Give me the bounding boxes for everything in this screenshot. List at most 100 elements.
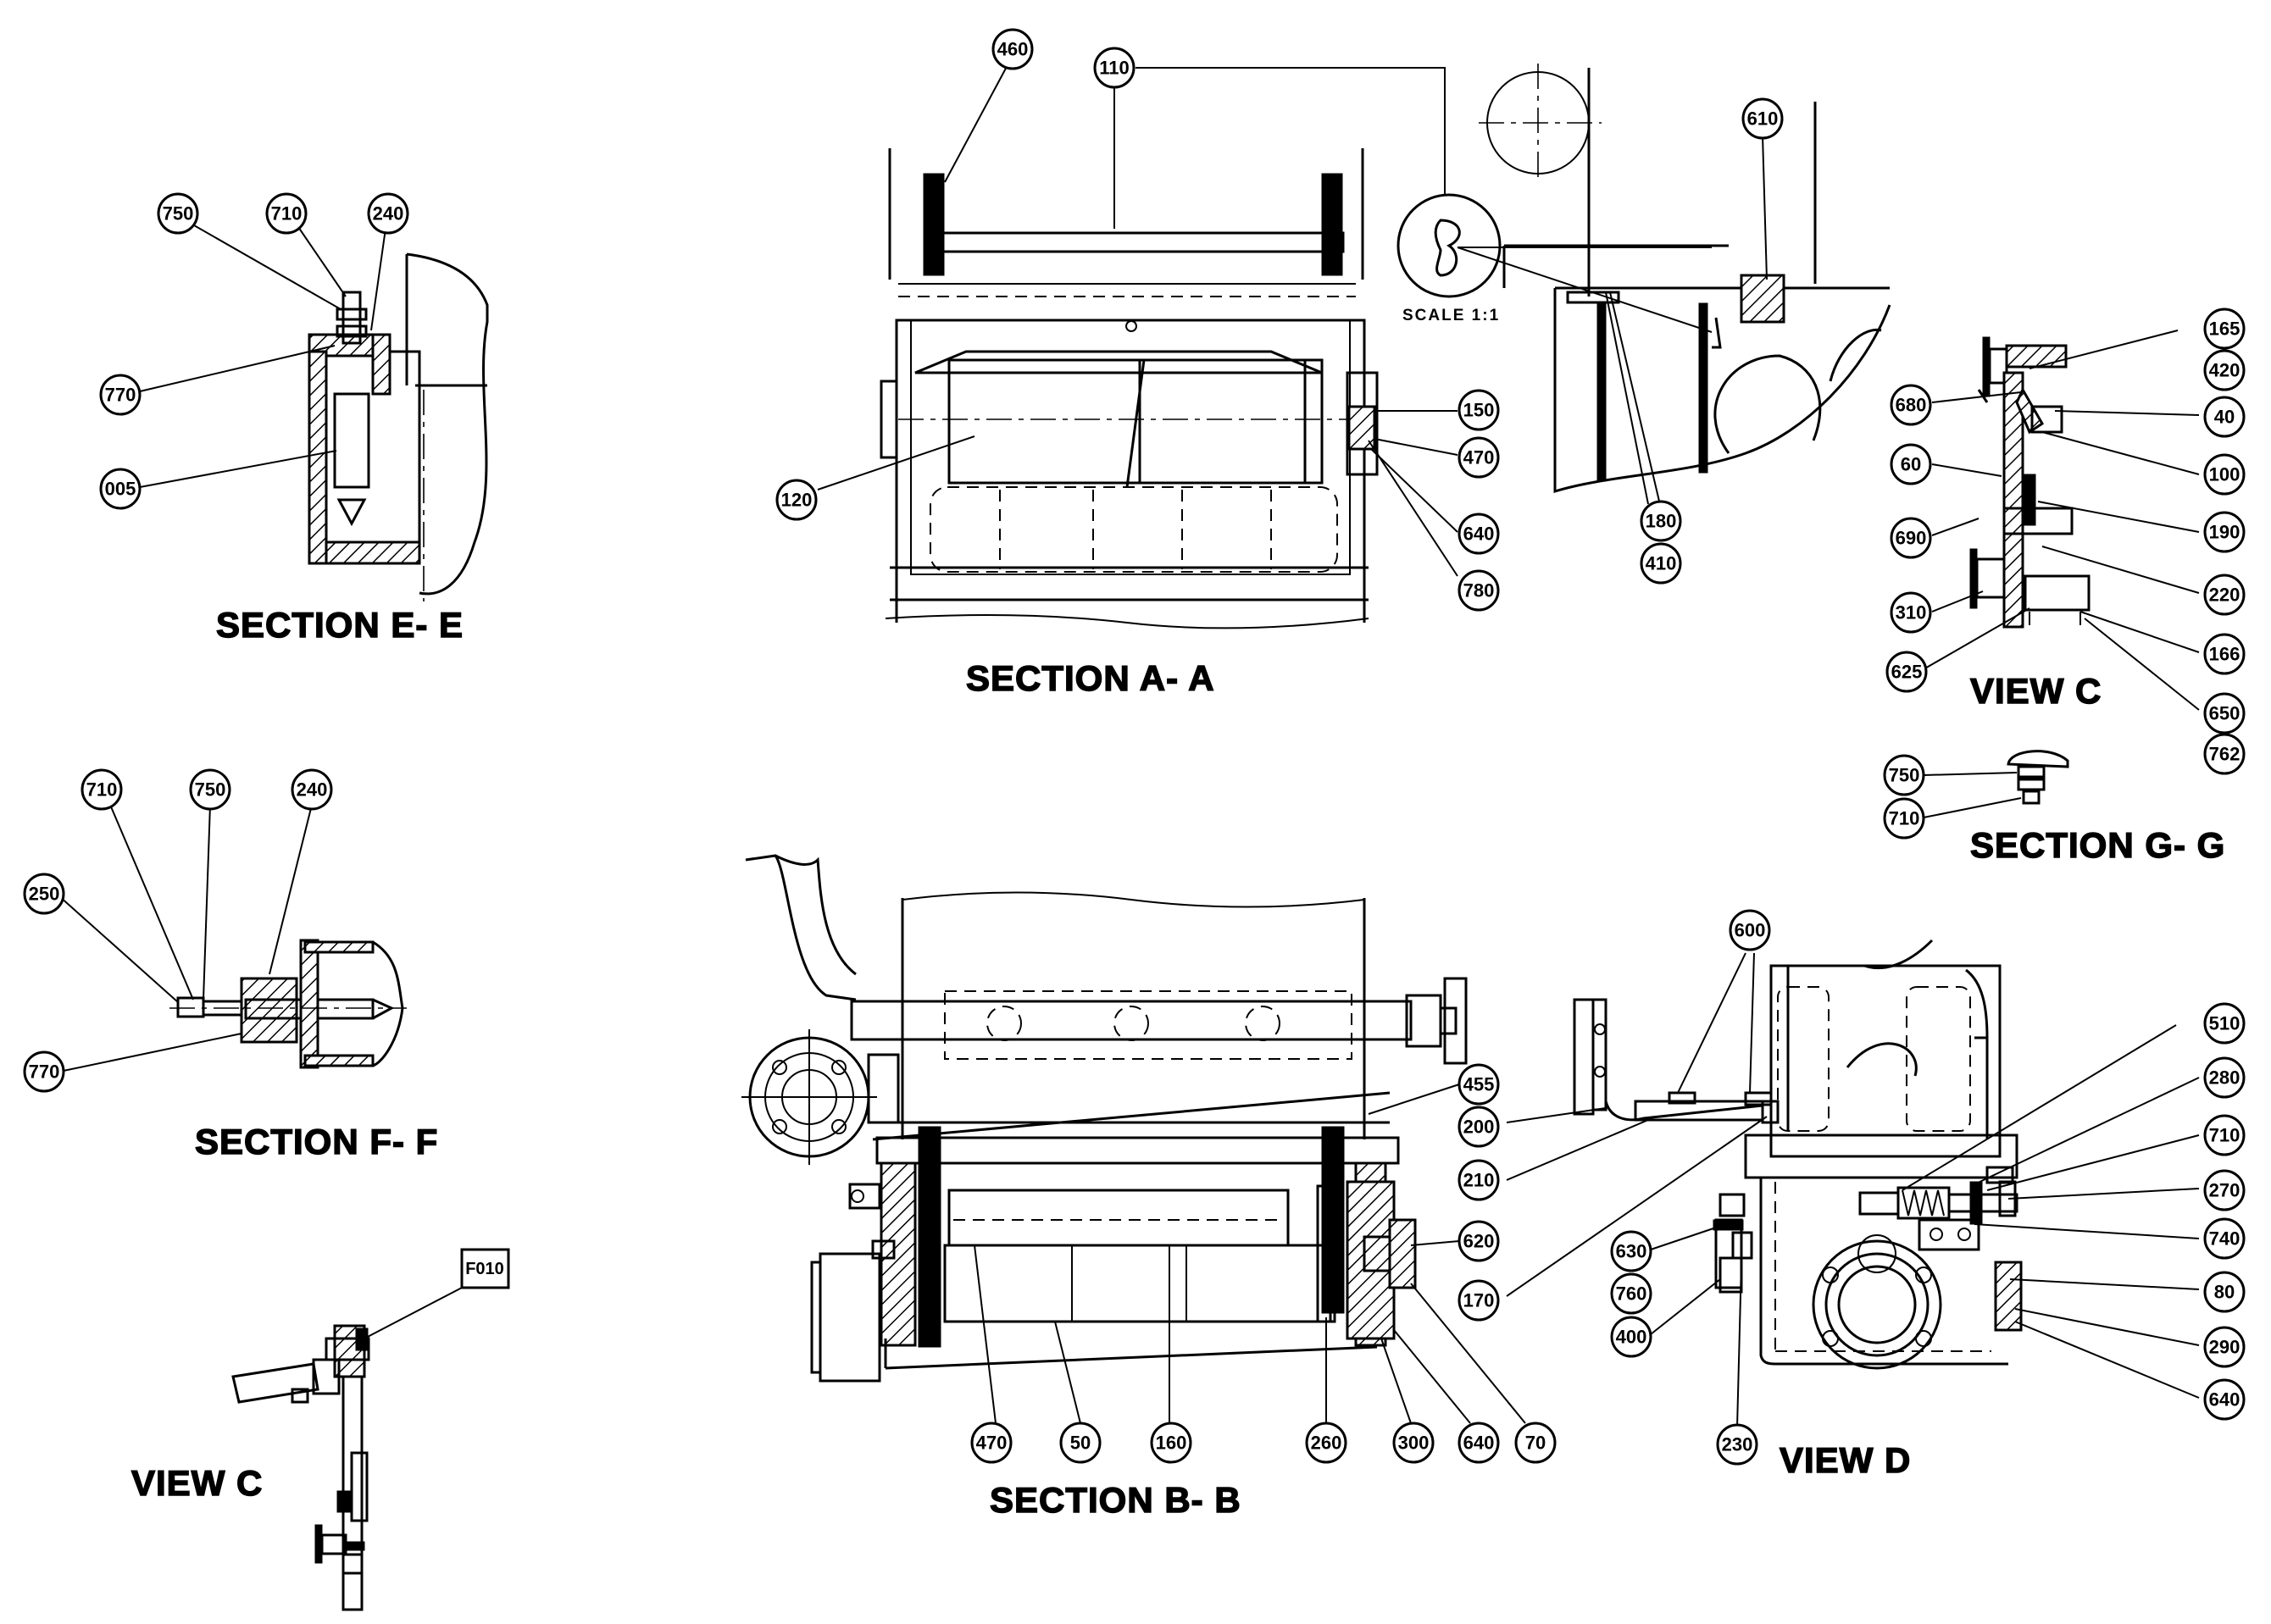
view-c-left-title: VIEW C [131, 1463, 263, 1503]
balloon-vc-310: 310 [1890, 591, 1932, 634]
svg-text:760: 760 [1616, 1283, 1647, 1305]
svg-text:70: 70 [1525, 1433, 1546, 1454]
balloon-aa-110: 110 [1093, 47, 1136, 89]
balloon-bb-300: 300 [1392, 1422, 1435, 1464]
balloon-vc-100: 100 [2203, 453, 2246, 496]
balloon-vd-400: 400 [1610, 1316, 1652, 1358]
balloon-ff-770: 770 [23, 1050, 65, 1093]
svg-text:240: 240 [373, 203, 404, 224]
view-titles: SECTION E- E SECTION A- A VIEW C SECTION… [130, 307, 2225, 1521]
svg-text:710: 710 [2209, 1125, 2240, 1146]
view-d-title: VIEW D [1780, 1440, 1911, 1480]
balloon-ee-770: 770 [99, 374, 142, 416]
balloon-aa-120: 120 [775, 479, 818, 521]
balloon-aa-470: 470 [1458, 436, 1500, 479]
balloon-gg-750: 750 [1883, 754, 1925, 796]
svg-text:60: 60 [1901, 454, 1921, 475]
svg-text:166: 166 [2209, 644, 2240, 665]
svg-text:100: 100 [2209, 464, 2240, 485]
balloon-vd-630: 630 [1610, 1230, 1652, 1272]
balloon-ee-005: 005 [99, 468, 142, 510]
balloon-ff-250: 250 [23, 873, 65, 915]
svg-text:120: 120 [781, 490, 813, 511]
balloon-vd-210: 210 [1458, 1159, 1500, 1201]
balloon-vd-290: 290 [2203, 1326, 2246, 1368]
balloon-aa-610: 610 [1741, 97, 1784, 140]
balloon-vc-220: 220 [2203, 574, 2246, 616]
svg-text:310: 310 [1896, 602, 1927, 624]
balloon-bb-620: 620 [1458, 1220, 1500, 1262]
section-aa-title: SECTION A- A [966, 658, 1215, 698]
balloon-vd-510: 510 [2203, 1002, 2246, 1045]
balloon-vc-680: 680 [1890, 384, 1932, 426]
balloon-bb-455: 455 [1458, 1063, 1500, 1106]
balloons: 750 710 240 770 005 460 110 610 150 470 … [23, 28, 2246, 1466]
balloon-vd-80: 80 [2203, 1271, 2246, 1313]
balloon-vc-625: 625 [1885, 651, 1928, 693]
section-ff-drawing [169, 939, 407, 1069]
balloon-bb-470: 470 [970, 1422, 1013, 1464]
svg-text:260: 260 [1311, 1433, 1342, 1454]
balloon-aa-640: 640 [1458, 513, 1500, 555]
svg-text:200: 200 [1463, 1117, 1495, 1138]
svg-text:190: 190 [2209, 522, 2240, 543]
svg-text:620: 620 [1463, 1231, 1495, 1252]
balloon-aa-410: 410 [1640, 542, 1682, 585]
section-gg-title: SECTION G- G [1970, 825, 2225, 865]
svg-text:690: 690 [1896, 528, 1927, 549]
section-ee-drawing [308, 252, 489, 601]
svg-text:740: 740 [2209, 1228, 2240, 1250]
balloon-vc-762: 762 [2203, 733, 2246, 775]
f010-tag: F010 [460, 1248, 510, 1289]
balloon-vd-270: 270 [2203, 1169, 2246, 1211]
balloon-vd-600: 600 [1729, 909, 1771, 951]
section-bb-drawing [741, 854, 1468, 1383]
balloon-ee-750: 750 [157, 192, 199, 235]
balloon-ff-710: 710 [81, 768, 123, 811]
svg-text:630: 630 [1616, 1241, 1647, 1262]
scale-note: SCALE 1:1 [1402, 307, 1500, 324]
svg-text:750: 750 [1889, 765, 1920, 786]
balloon-vc-690: 690 [1890, 517, 1932, 559]
svg-text:770: 770 [105, 385, 136, 406]
svg-text:40: 40 [2214, 407, 2235, 428]
balloon-aa-460: 460 [991, 28, 1034, 70]
view-d-drawing [1573, 939, 2023, 1370]
balloon-ff-750: 750 [189, 768, 231, 811]
svg-text:770: 770 [29, 1061, 60, 1083]
svg-text:110: 110 [1099, 58, 1130, 79]
svg-text:180: 180 [1646, 511, 1677, 532]
balloon-aa-780: 780 [1458, 569, 1500, 612]
balloon-vd-740: 740 [2203, 1217, 2246, 1260]
svg-text:270: 270 [2209, 1180, 2240, 1201]
svg-text:750: 750 [163, 203, 194, 224]
svg-text:750: 750 [195, 779, 226, 801]
svg-text:460: 460 [997, 39, 1029, 60]
section-ee-title: SECTION E- E [216, 605, 464, 645]
svg-text:640: 640 [1463, 524, 1495, 545]
svg-text:625: 625 [1891, 662, 1923, 683]
svg-text:160: 160 [1156, 1433, 1187, 1454]
svg-text:680: 680 [1896, 395, 1927, 416]
svg-text:640: 640 [2209, 1389, 2240, 1411]
balloon-bb-70: 70 [1514, 1422, 1557, 1464]
svg-text:220: 220 [2209, 585, 2240, 606]
svg-text:710: 710 [1889, 808, 1920, 829]
balloon-ee-240: 240 [367, 192, 409, 235]
balloon-bb-640: 640 [1458, 1422, 1500, 1464]
balloon-vc-420: 420 [2203, 349, 2246, 391]
f010-tag-label: F010 [465, 1260, 504, 1278]
view-c-right-title: VIEW C [1970, 671, 2102, 711]
svg-text:470: 470 [976, 1433, 1008, 1454]
svg-text:420: 420 [2209, 360, 2240, 381]
svg-text:400: 400 [1616, 1327, 1647, 1348]
svg-text:300: 300 [1398, 1433, 1430, 1454]
svg-text:150: 150 [1463, 400, 1495, 421]
svg-text:210: 210 [1463, 1170, 1495, 1191]
balloon-vc-40: 40 [2203, 396, 2246, 438]
balloon-gg-710: 710 [1883, 797, 1925, 840]
svg-text:50: 50 [1070, 1433, 1091, 1454]
svg-text:410: 410 [1646, 553, 1677, 574]
balloon-vc-165: 165 [2203, 308, 2246, 350]
balloon-aa-150: 150 [1458, 389, 1500, 431]
